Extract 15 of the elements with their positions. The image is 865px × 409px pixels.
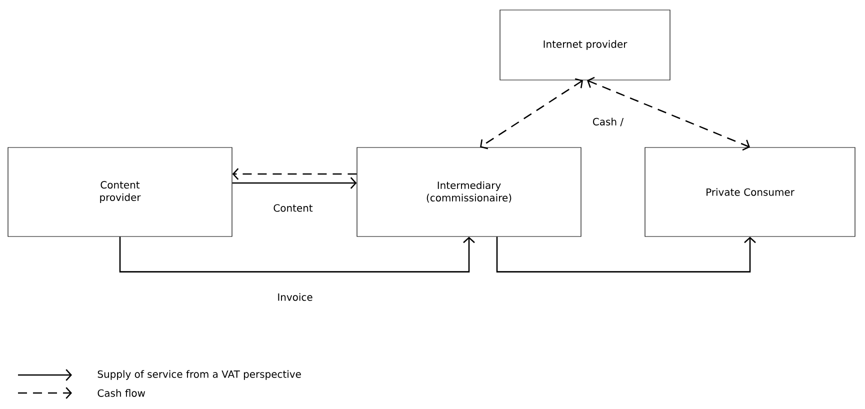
edge-label: Content xyxy=(272,203,314,213)
process-box: Content provider xyxy=(8,147,232,237)
edge-label: Invoice xyxy=(276,292,314,302)
legend-text: Cash flow xyxy=(98,389,146,397)
process-box: Intermediary (commissionaire) xyxy=(356,147,582,237)
arrow xyxy=(587,76,750,151)
arrow xyxy=(480,78,583,150)
arrow xyxy=(119,236,475,272)
process-box: Internet provider xyxy=(500,10,670,80)
legend-text: Supply of service from a VAT perspective xyxy=(98,370,301,380)
arrow xyxy=(496,236,756,272)
arrow xyxy=(232,168,357,180)
arrow xyxy=(232,177,357,189)
process-box: Private Consumer xyxy=(644,147,856,237)
flow-label: Cash / xyxy=(591,116,625,128)
